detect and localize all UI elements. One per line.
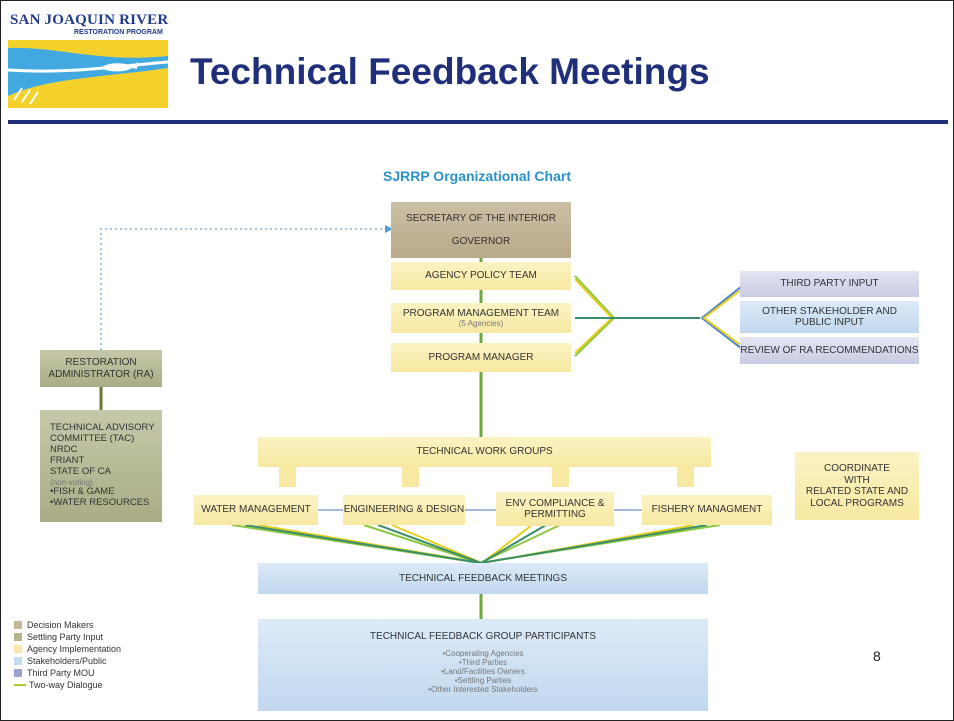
- env-compliance-line2: PERMITTING: [524, 509, 586, 520]
- legend-item-agency-implementation: Agency Implementation: [14, 643, 121, 655]
- agency-policy-team-label: AGENCY POLICY TEAM: [425, 270, 537, 282]
- page-number: 8: [873, 648, 881, 664]
- swatch-icon: [14, 669, 22, 677]
- swatch-icon: [14, 633, 22, 641]
- participants-box: TECHNICAL FEEDBACK GROUP PARTICIPANTS •C…: [258, 619, 708, 711]
- engineering-design-label: ENGINEERING & DESIGN: [343, 504, 465, 516]
- coordinate-line2: WITH: [844, 474, 870, 486]
- legend-item-two-way-dialogue: Two-way Dialogue: [14, 679, 121, 691]
- chart-title: SJRRP Organizational Chart: [382, 168, 571, 184]
- other-stakeholder-line2: PUBLIC INPUT: [795, 317, 864, 328]
- ra-line2: ADMINISTRATOR (RA): [48, 368, 154, 380]
- participant-item: •Land/Facilities Owners: [441, 666, 525, 676]
- swatch-icon: [14, 657, 22, 665]
- tac-line3: NRDC: [50, 444, 78, 456]
- coordinate-line4: LOCAL PROGRAMS: [810, 497, 904, 509]
- restoration-administrator-box: RESTORATION ADMINISTRATOR (RA): [40, 350, 162, 387]
- tac-line4: FRIANT: [50, 454, 85, 466]
- ra-line1: RESTORATION: [65, 357, 137, 368]
- legend-label: Settling Party Input: [27, 632, 104, 642]
- fishery-management-box: FISHERY MANAGMENT: [642, 495, 772, 525]
- tac-line7: •FISH & GAME: [50, 485, 115, 497]
- swatch-icon: [14, 621, 22, 629]
- participant-item: •Cooperating Agencies: [442, 648, 524, 658]
- participant-item: •Third Parties: [458, 657, 508, 667]
- coordinate-line3: RELATED STATE AND: [805, 486, 909, 497]
- tac-line5: STATE OF CA: [50, 465, 111, 477]
- water-management-label: WATER MANAGEMENT: [201, 504, 311, 516]
- technical-work-groups-box: TECHNICAL WORK GROUPS: [258, 437, 711, 467]
- dialogue-line-icon: [14, 684, 26, 686]
- third-party-input-box: THIRD PARTY INPUT: [740, 271, 919, 297]
- program-logo: SAN JOAQUIN RIVER RESTORATION PROGRAM: [7, 8, 169, 108]
- legend-label: Third Party MOU: [27, 668, 95, 678]
- technical-feedback-meetings-box: TECHNICAL FEEDBACK MEETINGS: [258, 563, 708, 594]
- logo-graphic: [7, 40, 169, 108]
- tac-line8: •WATER RESOURCES: [50, 496, 150, 508]
- legend-item-decision-makers: Decision Makers: [14, 619, 121, 631]
- title-rule: [8, 120, 948, 124]
- tac-line6: (non-voting): [50, 477, 93, 487]
- logo-subtitle: RESTORATION PROGRAM: [74, 29, 163, 36]
- logo-title: SAN JOAQUIN RIVER: [10, 12, 169, 28]
- legend-item-settling-party: Settling Party Input: [14, 631, 121, 643]
- program-manager-label: PROGRAM MANAGER: [428, 351, 534, 363]
- technical-advisory-committee-box: TECHNICAL ADVISORY COMMITTEE (TAC) NRDC …: [40, 410, 162, 522]
- swatch-icon: [14, 645, 22, 653]
- technical-feedback-meetings-label: TECHNICAL FEEDBACK MEETINGS: [399, 572, 567, 584]
- tac-line2: COMMITTEE (TAC): [50, 433, 135, 445]
- env-compliance-line1: ENV COMPLIANCE &: [505, 497, 605, 509]
- program-management-team-label: PROGRAM MANAGEMENT TEAM: [402, 307, 560, 319]
- participants-title: TECHNICAL FEEDBACK GROUP PARTICIPANTS: [369, 631, 597, 642]
- technical-work-groups-label: TECHNICAL WORK GROUPS: [416, 446, 553, 458]
- legend-label: Decision Makers: [27, 620, 94, 630]
- review-ra-box: REVIEW OF RA RECOMMENDATIONS: [740, 337, 919, 364]
- legend-item-third-party-mou: Third Party MOU: [14, 667, 121, 679]
- engineering-design-box: ENGINEERING & DESIGN: [343, 495, 465, 525]
- secretary-label: SECRETARY OF THE INTERIOR: [406, 212, 556, 224]
- coordinate-line1: COORDINATE: [824, 463, 890, 474]
- review-ra-label: REVIEW OF RA RECOMMENDATIONS: [740, 344, 919, 356]
- slide-title: Technical Feedback Meetings: [190, 51, 710, 92]
- participant-item: •Settling Parties: [454, 676, 512, 686]
- legend: Decision Makers Settling Party Input Age…: [14, 619, 121, 691]
- secretary-governor-box: SECRETARY OF THE INTERIOR GOVERNOR: [391, 202, 571, 258]
- legend-label: Stakeholders/Public: [27, 656, 107, 666]
- program-management-team-note: (5 Agencies): [458, 319, 504, 329]
- third-party-input-label: THIRD PARTY INPUT: [780, 278, 879, 290]
- legend-label: Two-way Dialogue: [29, 680, 103, 690]
- program-manager-box: PROGRAM MANAGER: [391, 343, 571, 372]
- other-stakeholder-line1: OTHER STAKEHOLDER AND: [762, 305, 897, 317]
- legend-item-stakeholders: Stakeholders/Public: [14, 655, 121, 667]
- env-compliance-box: ENV COMPLIANCE & PERMITTING: [496, 492, 614, 526]
- legend-label: Agency Implementation: [27, 644, 122, 654]
- program-management-team-box: PROGRAM MANAGEMENT TEAM (5 Agencies): [391, 303, 571, 333]
- water-management-box: WATER MANAGEMENT: [194, 495, 318, 525]
- coordinate-programs-box: COORDINATE WITH RELATED STATE AND LOCAL …: [795, 452, 919, 520]
- fishery-management-label: FISHERY MANAGMENT: [651, 504, 763, 516]
- other-stakeholder-box: OTHER STAKEHOLDER AND PUBLIC INPUT: [740, 301, 919, 333]
- agency-policy-team-box: AGENCY POLICY TEAM: [391, 262, 571, 290]
- tac-line1: TECHNICAL ADVISORY: [50, 422, 155, 434]
- governor-label: GOVERNOR: [451, 236, 511, 247]
- participant-item: •Other Interested Stakeholders: [428, 685, 538, 695]
